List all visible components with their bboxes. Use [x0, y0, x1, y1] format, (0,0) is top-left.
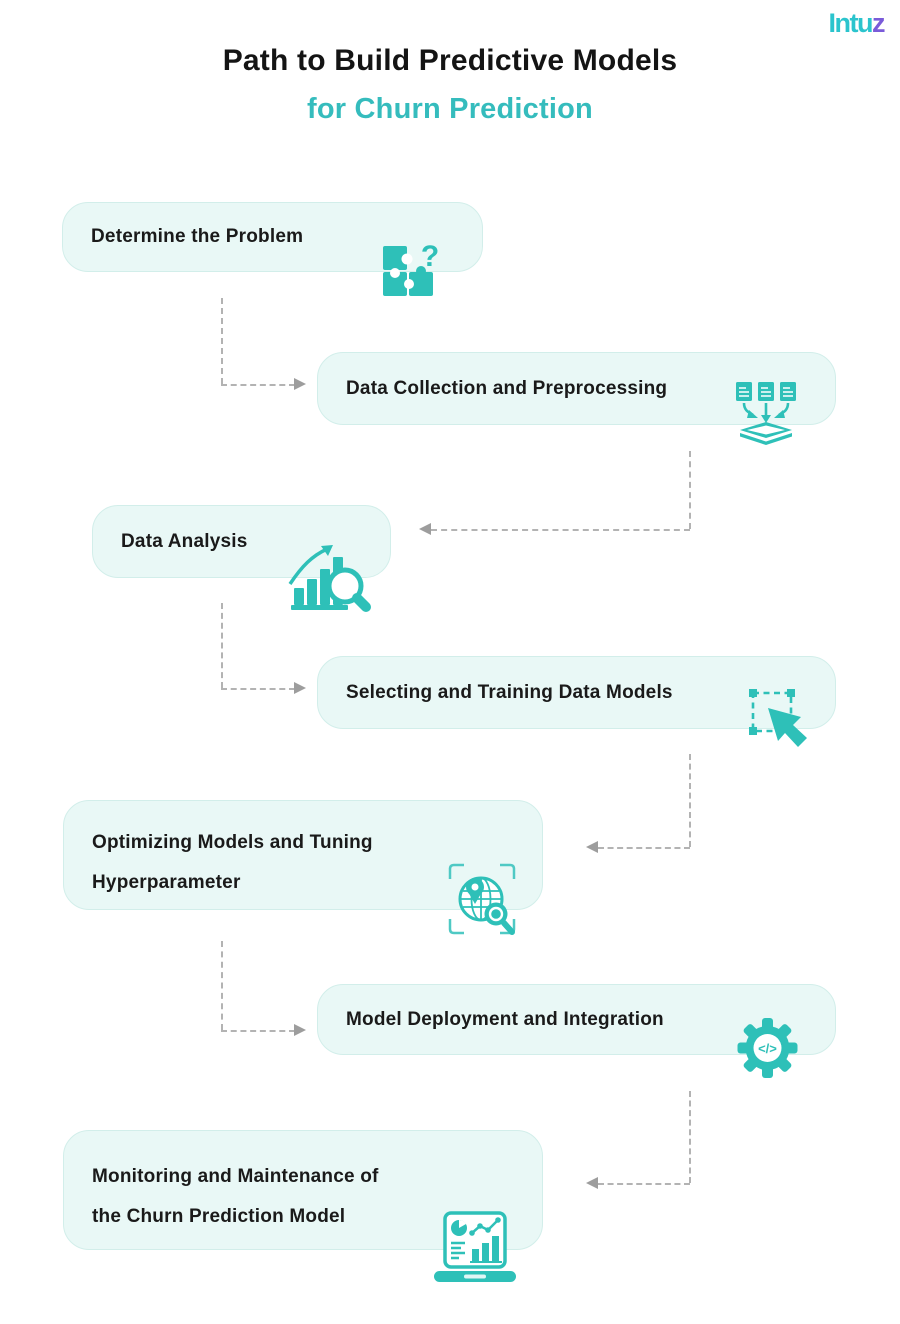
connector-3-horizontal [221, 688, 295, 690]
logo-main-text: Intu [828, 8, 874, 38]
arrow-left-icon [419, 523, 431, 535]
arrow-left-icon [586, 1177, 598, 1189]
chart-magnifier-icon [288, 545, 371, 612]
step-label-line1: Optimizing Models and Tuning [92, 832, 373, 853]
arrow-right-icon [294, 1024, 306, 1036]
step-label: Determine the Problem [91, 226, 304, 247]
connector-1-horizontal [221, 384, 295, 386]
arrow-left-icon [586, 841, 598, 853]
connector-4-horizontal [598, 847, 690, 849]
step-label: Selecting and Training Data Models [346, 681, 673, 703]
cursor-select-icon [749, 689, 807, 747]
connector-5-vertical [221, 941, 223, 1030]
connector-5-horizontal [221, 1030, 295, 1032]
connector-6-vertical [689, 1091, 691, 1183]
globe-search-icon [448, 863, 516, 935]
connector-6-horizontal [598, 1183, 690, 1185]
connector-2-horizontal [431, 529, 690, 531]
arrow-right-icon [294, 682, 306, 694]
puzzle-question-icon: ? [383, 240, 439, 296]
connector-1-vertical [221, 298, 223, 384]
svg-text:</>: </> [758, 1041, 777, 1056]
step-label-line1: Monitoring and Maintenance of [92, 1166, 379, 1187]
step-label-line2: Hyperparameter [92, 872, 241, 893]
gear-code-icon: </> [737, 1018, 798, 1078]
connector-2-vertical [689, 451, 691, 529]
step-label: Data Analysis [121, 530, 248, 552]
connector-3-vertical [221, 603, 223, 688]
logo-accent-letter: z [872, 8, 886, 38]
intuz-logo: Intuz [828, 8, 886, 39]
page-subtitle: for Churn Prediction [307, 93, 593, 125]
arrow-right-icon [294, 378, 306, 390]
step-label: Model Deployment and Integration [346, 1008, 664, 1030]
step-box-determine-problem: Determine the Problem [62, 202, 483, 272]
svg-text:?: ? [421, 240, 439, 273]
data-collection-icon [736, 382, 796, 445]
page-title: Path to Build Predictive Models [222, 44, 678, 77]
laptop-analytics-icon [434, 1211, 516, 1282]
connector-4-vertical [689, 754, 691, 847]
step-label-line2: the Churn Prediction Model [92, 1206, 346, 1227]
step-label: Data Collection and Preprocessing [346, 377, 668, 399]
